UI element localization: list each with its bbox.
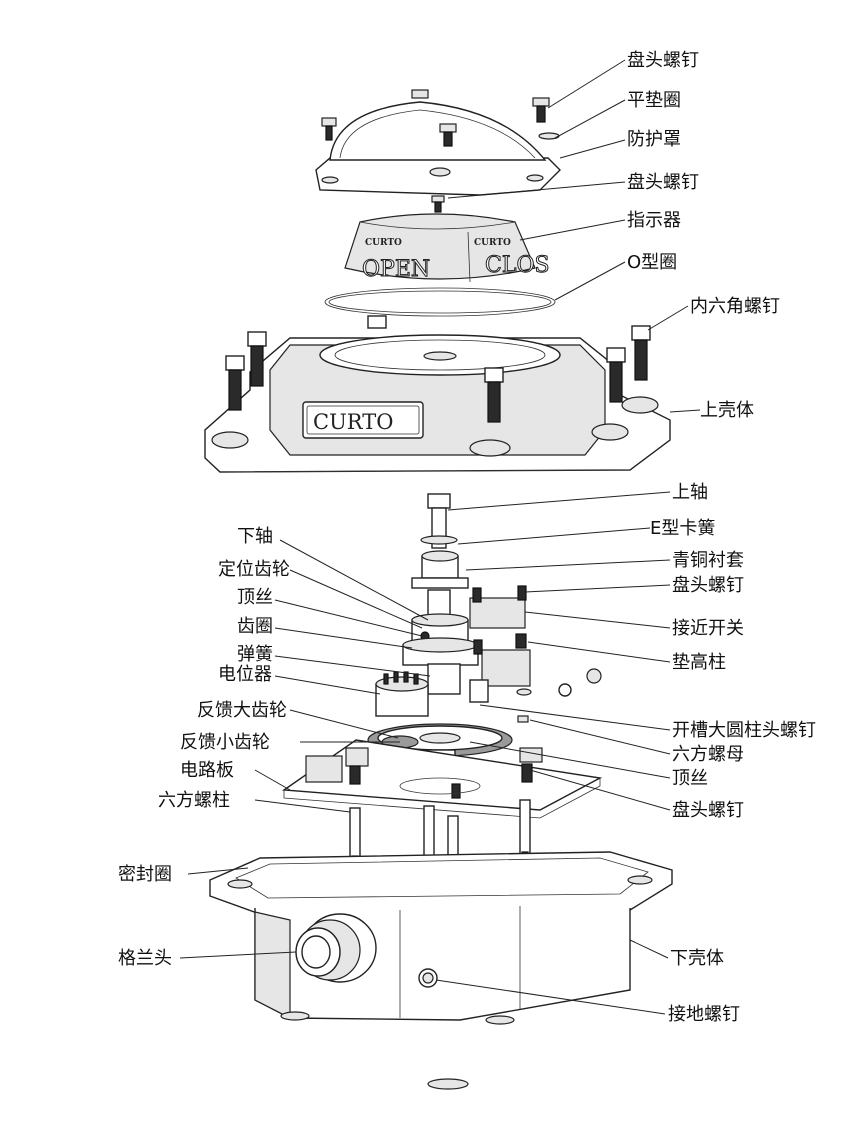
label-flat-washer: 平垫圈 [627,90,681,111]
label-ring-gear: 齿圈 [237,616,273,637]
small-clip-part [427,1078,469,1090]
label-feedback-small-gear: 反馈小齿轮 [180,732,270,753]
label-upper-shaft: 上轴 [672,482,708,503]
label-set-screw-right: 顶丝 [672,768,708,789]
potentiometer-part [375,671,429,717]
proximity-switches [469,585,602,723]
cable-gland-part [295,913,377,983]
label-feedback-big-gear: 反馈大齿轮 [197,700,287,721]
leader-lines [179,59,701,1015]
lower-housing-part [209,851,673,1025]
label-hex-nut: 六方螺母 [672,744,744,765]
label-pan-head-screw-2: 盘头螺钉 [627,172,699,193]
protective-cover-part [315,101,561,196]
label-spring: 弹簧 [237,644,273,665]
indicator-close-text: CLOS [485,253,550,278]
label-upper-housing: 上壳体 [700,400,754,421]
label-protective-cover: 防护罩 [627,129,681,150]
part-labels: 盘头螺钉 平垫圈 防护罩 盘头螺钉 指示器 O型圈 内六角螺钉 上壳体 上轴 E… [118,50,816,1025]
label-cable-gland: 格兰头 [118,948,172,969]
o-ring-part [324,287,556,317]
indicator-open-text: OPEN [362,257,430,282]
label-pan-head-screw-1: 盘头螺钉 [627,50,699,71]
label-set-screw-left: 顶丝 [237,587,273,608]
upper-housing-part: CURTO [204,334,671,473]
label-potentiometer: 电位器 [218,664,272,685]
label-circuit-board: 电路板 [180,760,234,781]
label-bronze-bushing: 青铜衬套 [672,550,744,571]
indicator-brand-left: CURTO [365,238,402,248]
label-lower-shaft: 下轴 [237,526,273,547]
housing-brand-plate: CURTO [313,410,393,434]
label-hex-socket-screw: 内六角螺钉 [690,296,780,317]
o-ring-inner [328,290,552,314]
label-seal-ring: 密封圈 [118,864,172,885]
label-hex-standoff: 六方螺柱 [158,790,230,811]
label-pan-head-screw-3: 盘头螺钉 [672,575,744,596]
shaft-assembly [402,493,479,695]
label-indicator: 指示器 [627,210,681,231]
hex-socket-screws [225,315,651,423]
indicator-part: CURTO CURTO OPEN CLOS [344,195,550,283]
label-slotted-cheese-screw: 开槽大圆柱头螺钉 [672,720,816,741]
label-ground-screw: 接地螺钉 [668,1004,740,1025]
label-pan-head-screw-4: 盘头螺钉 [672,800,744,821]
label-o-ring: O型圈 [627,252,677,273]
label-locating-gear: 定位齿轮 [218,559,290,580]
ground-screw-part [418,968,438,988]
label-lower-housing: 下壳体 [670,948,724,969]
label-proximity-switch: 接近开关 [672,618,744,639]
label-spacer-column: 垫高柱 [672,652,726,673]
circuit-board-part [281,739,603,819]
label-e-clip: E型卡簧 [650,518,715,539]
indicator-brand-right: CURTO [474,238,511,248]
